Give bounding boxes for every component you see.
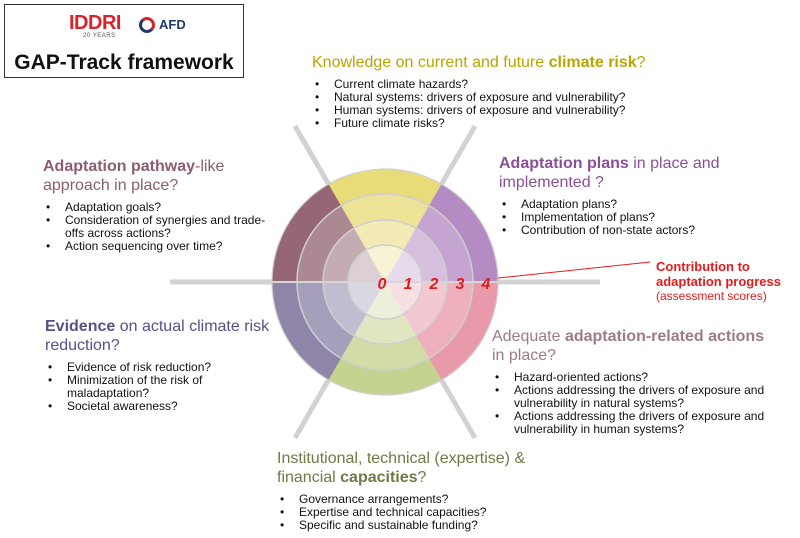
score-label: 0	[378, 276, 387, 293]
list-item: Current climate hazards?	[312, 78, 646, 92]
contribution-title-line2: adaptation progress	[656, 274, 781, 289]
afd-logo-text: AFD	[159, 17, 186, 32]
heading-text: Institutional, technical (expertise) & f…	[277, 450, 526, 486]
bullet-list: Adaptation goals? Consideration of syner…	[43, 201, 283, 254]
list-item: Future climate risks?	[312, 117, 646, 131]
list-item: Consideration of synergies and trade-off…	[43, 214, 283, 240]
iddri-logo: IDDRI 20 YEARS	[69, 13, 121, 40]
heading-text: ?	[636, 54, 646, 71]
heading-text: in place?	[492, 347, 557, 364]
heading-text: -like approach in place?	[43, 158, 225, 194]
heading-keyword: Evidence	[45, 318, 116, 335]
contribution-title-line1: Contribution to	[656, 259, 750, 274]
list-item: Actions addressing the drivers of exposu…	[492, 410, 772, 436]
heading-text: Adequate	[492, 328, 565, 345]
wheel-rings	[271, 168, 499, 396]
list-item: Evidence of risk reduction?	[45, 361, 285, 375]
bullet-list: Evidence of risk reduction? Minimization…	[45, 361, 285, 414]
list-item: Actions addressing the drivers of exposu…	[492, 384, 772, 410]
section-pathway: Adaptation pathway-like approach in plac…	[43, 157, 283, 253]
section-actions-heading: Adequate adaptation-related actions in p…	[492, 327, 772, 365]
list-item: Implementation of plans?	[499, 211, 759, 225]
list-item: Adaptation goals?	[43, 201, 283, 215]
list-item: Natural systems: drivers of exposure and…	[312, 91, 646, 105]
heading-keyword: climate risk	[548, 54, 637, 71]
bullet-list: Adaptation plans? Implementation of plan…	[499, 198, 759, 238]
heading-text: on actual climate risk reduction?	[45, 318, 270, 354]
bullet-list: Current climate hazards? Natural systems…	[312, 78, 646, 131]
header-box: IDDRI 20 YEARS AFD GAP-Track framework	[4, 4, 244, 78]
heading-keyword: adaptation-related actions	[564, 328, 765, 345]
section-evidence-heading: Evidence on actual climate risk reductio…	[45, 317, 285, 355]
list-item: Action sequencing over time?	[43, 240, 283, 254]
list-item: Societal awareness?	[45, 400, 285, 414]
section-capacities-heading: Institutional, technical (expertise) & f…	[277, 449, 557, 487]
heading-keyword: capacities	[340, 469, 418, 486]
contribution-subtitle: (assessment scores)	[656, 289, 767, 303]
list-item: Specific and sustainable funding?	[277, 519, 557, 533]
list-item: Hazard-oriented actions?	[492, 371, 772, 385]
heading-text: ?	[417, 469, 427, 486]
section-actions: Adequate adaptation-related actions in p…	[492, 327, 772, 436]
heading-keyword: Adaptation plans	[499, 155, 629, 172]
afd-logo-icon	[139, 17, 155, 33]
score-label: 3	[456, 276, 465, 293]
contribution-pointer	[497, 261, 651, 279]
heading-text: Knowledge on current and future	[312, 54, 549, 71]
contribution-annotation: Contribution to adaptation progress (ass…	[656, 259, 781, 304]
score-label: 1	[404, 276, 413, 293]
page-title: GAP-Track framework	[14, 51, 234, 74]
section-capacities: Institutional, technical (expertise) & f…	[277, 449, 557, 532]
section-knowledge: Knowledge on current and future climate …	[312, 53, 646, 130]
list-item: Minimization of the risk of maladaptatio…	[45, 374, 285, 400]
section-knowledge-heading: Knowledge on current and future climate …	[312, 53, 646, 72]
sector-knowledge	[328, 168, 442, 282]
score-label: 2	[429, 276, 439, 293]
iddri-logo-text: IDDRI	[69, 12, 121, 34]
section-pathway-heading: Adaptation pathway-like approach in plac…	[43, 157, 283, 195]
heading-text: in place and implemented ?	[499, 155, 720, 191]
bullet-list: Hazard-oriented actions? Actions address…	[492, 371, 772, 436]
iddri-logo-subtext: 20 YEARS	[83, 33, 116, 39]
score-label: 4	[481, 276, 491, 293]
sector-capacities	[328, 282, 442, 395]
list-item: Adaptation plans?	[499, 198, 759, 212]
list-item: Contribution of non-state actors?	[499, 224, 759, 238]
section-evidence: Evidence on actual climate risk reductio…	[45, 317, 285, 413]
bullet-list: Governance arrangements? Expertise and t…	[277, 493, 557, 533]
afd-logo: AFD	[139, 17, 186, 33]
section-plans-heading: Adaptation plans in place and implemente…	[499, 154, 759, 192]
section-plans: Adaptation plans in place and implemente…	[499, 154, 759, 237]
list-item: Human systems: drivers of exposure and v…	[312, 104, 646, 118]
pointer-line	[497, 261, 651, 279]
list-item: Expertise and technical capacities?	[277, 506, 557, 520]
heading-keyword: Adaptation pathway	[43, 158, 196, 175]
list-item: Governance arrangements?	[277, 493, 557, 507]
